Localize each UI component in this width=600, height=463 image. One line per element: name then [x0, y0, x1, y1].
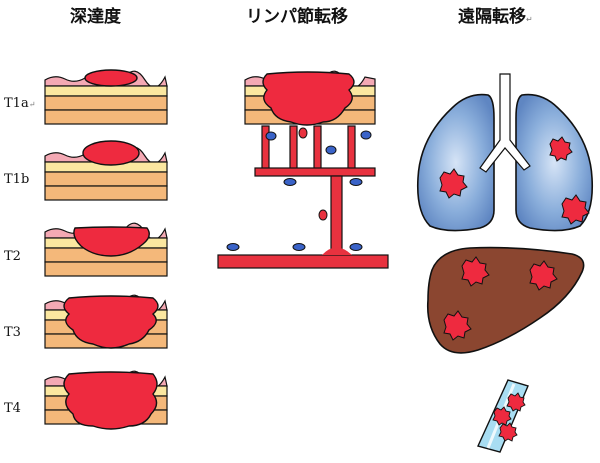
wall-lymph — [244, 70, 376, 126]
distant-heading-text: 遠隔転移 — [458, 7, 526, 27]
vessel-metastasis — [506, 392, 526, 412]
lymph-heading: リンパ節転移 — [246, 7, 348, 27]
tumor — [63, 295, 159, 349]
lymph-node-blue — [265, 131, 277, 141]
liver — [426, 246, 585, 354]
wall-t4 — [44, 370, 168, 430]
lung-metastasis — [549, 136, 573, 162]
lung-right — [515, 93, 594, 232]
lymph-node-blue — [360, 130, 372, 140]
tumor — [82, 140, 140, 166]
vessel-horizontal-lower — [217, 254, 389, 269]
stage-t1a-mark: ↵ — [28, 100, 36, 109]
lymph-node-blue — [349, 178, 363, 186]
liver-metastasis — [461, 256, 490, 287]
wall-t2 — [44, 222, 168, 277]
stage-label-t2: T2 — [4, 249, 21, 264]
liver-metastasis — [529, 260, 558, 291]
vessel-branch-3 — [313, 125, 322, 173]
layer-orange-2 — [44, 261, 168, 277]
lymph-diagram — [217, 70, 389, 269]
layer-orange-2 — [44, 109, 168, 125]
layer-orange-1 — [44, 95, 168, 111]
vessel-metastasis — [492, 406, 512, 426]
tumor — [63, 371, 158, 430]
stage-label-t1a: T1a↵ — [4, 96, 35, 111]
layer-orange-1 — [44, 171, 168, 187]
distant-heading: 遠隔転移↵ — [458, 2, 533, 27]
lymph-node-blue — [325, 145, 337, 155]
wall-t1a — [44, 69, 168, 125]
lung-metastasis — [439, 168, 468, 199]
vessel-trunk — [330, 175, 343, 261]
tumor — [84, 69, 138, 87]
wall-t1b — [44, 140, 168, 201]
trachea — [479, 73, 531, 173]
wall-t3 — [44, 294, 168, 349]
distant-heading-mark: ↵ — [526, 15, 533, 24]
vessel-branch-2 — [289, 125, 298, 173]
tumor — [73, 226, 150, 257]
stage-t1a-text: T1a — [4, 96, 29, 111]
vessel-branch-4 — [347, 125, 356, 173]
stage-label-t4: T4 — [4, 401, 21, 416]
lymph-node-blue — [349, 243, 363, 251]
liver-metastasis — [443, 310, 472, 341]
depth-heading: 深達度 — [70, 7, 121, 27]
lymph-vessels — [217, 125, 389, 269]
stage-label-t1b: T1b — [4, 172, 30, 187]
lymph-nodes — [226, 127, 372, 251]
layer-orange-2 — [44, 185, 168, 201]
stage-label-t3: T3 — [4, 325, 21, 340]
lungs — [416, 73, 594, 232]
layer-yellow — [44, 85, 168, 97]
lymph-node-blue — [292, 243, 306, 251]
vessel-metastasis — [498, 422, 518, 442]
lung-metastasis — [561, 194, 590, 225]
lymph-node-blue — [283, 178, 297, 186]
vessel-joint — [322, 247, 352, 255]
lymph-node-red — [318, 209, 328, 221]
tumor — [262, 71, 355, 126]
vessel-horizontal-upper — [254, 167, 376, 177]
blood-vessel — [477, 379, 529, 453]
lung-left — [416, 93, 495, 232]
lymph-node-red — [298, 127, 308, 139]
lymph-node-blue — [226, 243, 240, 251]
